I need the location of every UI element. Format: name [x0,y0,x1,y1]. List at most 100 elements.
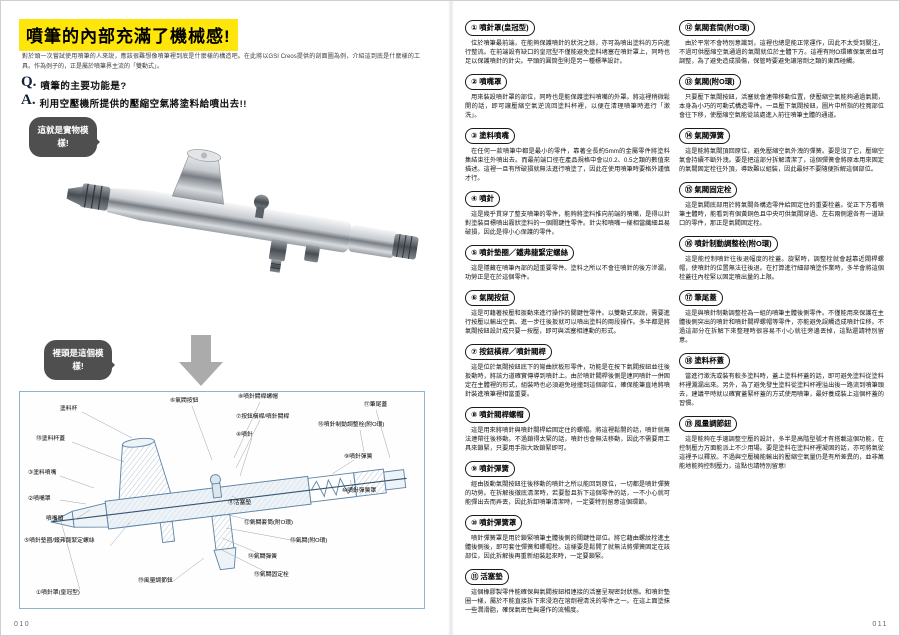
cross-section-diagram: 裡頭是這個模樣! [19,340,425,609]
diagram-label: ⑭氣閥彈簧 [248,554,277,560]
section-body: 這是幾乎貫穿了整支噴筆的零件，能夠將塗料推向前端的噴嘴，是得以針對塗裝目標噴出霧… [465,210,670,237]
photo-callout-bubble: 這就是實物模樣! [29,117,100,158]
section-body: 這是可藉著按壓和扳動來進行操作的關鍵性零件。以雙動式來說，需要進行按壓以輸出空氣… [465,309,670,335]
section-body: 噴針彈簧罩是用於鎖緊噴筆主體後側的關鍵性部位。將它藉由螺紋栓進主體後側後，即可套… [465,534,670,561]
question-text: 噴筆的主要功能是? [40,81,127,92]
section-body: 位於噴筆最前端，在能夠保護噴針的狀況之餘，亦可為噴出塗料的方向進行整流。在前端設… [465,39,670,65]
diagram-label: ⑩噴針彈簧罩 [342,488,377,494]
cross-section-drawing [50,401,407,591]
section-body: 這是能控制噴針往後退幅度的栓蓋。旋緊時，調整栓就會越靠近閥桿螺帽，使噴針的位置無… [679,255,884,281]
question-answer-block: Q. 噴筆的主要功能是? A. 利用空壓機所提供的壓縮空氣將塗料給噴出去!! [21,75,421,111]
question-row: Q. 噴筆的主要功能是? [21,74,421,93]
section-body: 這是位於氣閥按鈕底下的彎曲狀板形零件，功能是在按下氣閥按鈕並往後扳動時，將該力道… [465,363,670,399]
page-number-left: 010 [14,621,31,628]
section-body: 這個橡膠製零件能確保與氣閥按鈕相連接的活塞呈現密封狀態。和噴針墊圈一樣，屬於不能… [465,588,670,615]
diagram-label: ⑲風量調節鈕 [138,578,173,584]
page-left: 噴筆的內部充滿了機械感! 對於頭一次嘗試使用噴筆的人來說，應該很難想像噴筆裡到底… [1,1,451,635]
section-body: 這是能夠在手邊調整空壓的設計，多半是高階型號才有搭載這個功能，在控制壓力方面能派… [679,435,884,471]
section-body: 當進行漱洗或裝有較多塗料時，蓋上塗料杯蓋的話，即可避免塗料從塗料杯裡濺漏出來。另… [679,372,884,408]
section-body: 這是隱藏在噴筆內部的超重要零件。塗料之所以不會往噴針的後方滲漏，功勞正是在於這個… [465,264,670,281]
a-mark: A. [21,92,36,108]
section-body: 這是與噴針制動調整栓為一組的噴筆主體後側零件。不僅能用來保護在主體後側突出的噴針… [679,309,884,345]
diagram-label: ⑫氣閥套筒(附O環) [244,520,293,526]
diagram-label: ①噴針罩(皇冠型) [36,590,80,596]
section-body: 這是能將氣閥頂回原位，避免壓縮空氣外洩的彈簧。要是沒了它，壓縮空氣會持續不斷外洩… [679,147,884,173]
diagram-callout-bubble: 裡頭是這個模樣! [44,340,115,381]
diagram-label: ⑬氣閥(附O環) [290,538,328,544]
diagram-label: ⑧噴針閥桿螺帽 [238,394,278,400]
answer-text: 利用空壓機所提供的壓縮空氣將塗料給噴出去!! [39,99,247,110]
section-body: 在任何一款噴筆中都是最小的零件，靠著全長約5mm的金屬零件將塗料集結束往外噴出去… [465,147,670,183]
down-arrow [179,335,223,387]
diagram-label: ④噴針 [236,432,253,438]
airbrush-photo: 這就是實物模樣! [21,111,425,333]
q-mark: Q. [21,74,37,90]
diagram-label: ⑯噴針制動調整栓(附O環) [318,422,385,428]
section-body: 經由扳動氣閥按鈕往後移動的噴針之所以能回到原位，一切都是噴針彈簧的功勞。在拆解後… [465,480,670,507]
section-body: 用來裝設噴針罩的部位，同時也是能保護塗料噴嘴的外罩。將這裡稍微鬆開的話，即可讓壓… [465,93,670,119]
diagram-label: ⑥氣閥按鈕 [170,398,199,404]
page-title: 噴筆的內部充滿了機械感! [19,19,238,51]
section-body: 由於平常不會特別意識到，這裡也總是能正常運作，因此不太受到關注，不過可供壓縮空氣… [679,39,884,65]
diagram-label: ⑨噴針彈簧 [344,454,373,460]
section-body: 這是氣閥底部用於將氣閥各構造零件給固定住的重要栓蓋。從正下方看噴筆主體時，能看到… [679,201,884,227]
diagram-label: ②噴嘴罩 [28,496,51,502]
diagram-label: ⑦按鈕橫桿/噴針閥桿 [236,414,290,420]
diagram-label: ⑰筆尾蓋 [364,402,388,408]
airbrush-photo-illustration [66,149,419,273]
diagram-label: 塗料杯 [60,406,78,412]
diagram-label: 噴嘴頭 [46,516,64,522]
intro-paragraph: 對於頭一次嘗試使用噴筆的人來說，應該很難想像噴筆裡到底是什麼樣的構造吧。在此將以… [22,54,420,70]
page-number-right: 011 [872,621,888,628]
diagram-label: ③塗料噴嘴 [28,470,57,476]
diagram-label: ⑪活塞墊 [228,500,252,506]
answer-row: A. 利用空壓機所提供的壓縮空氣將塗料給噴出去!! [21,92,421,111]
diagram-label: ⑮氣閥固定栓 [254,572,289,578]
diagram-label: ⑱塗料杯蓋 [36,436,65,442]
section-body: 只要壓下氣閥按鈕，活塞就會連帶移動位置，使壓縮空氣能夠通過氣閥，本身為小巧的可動… [679,93,884,119]
